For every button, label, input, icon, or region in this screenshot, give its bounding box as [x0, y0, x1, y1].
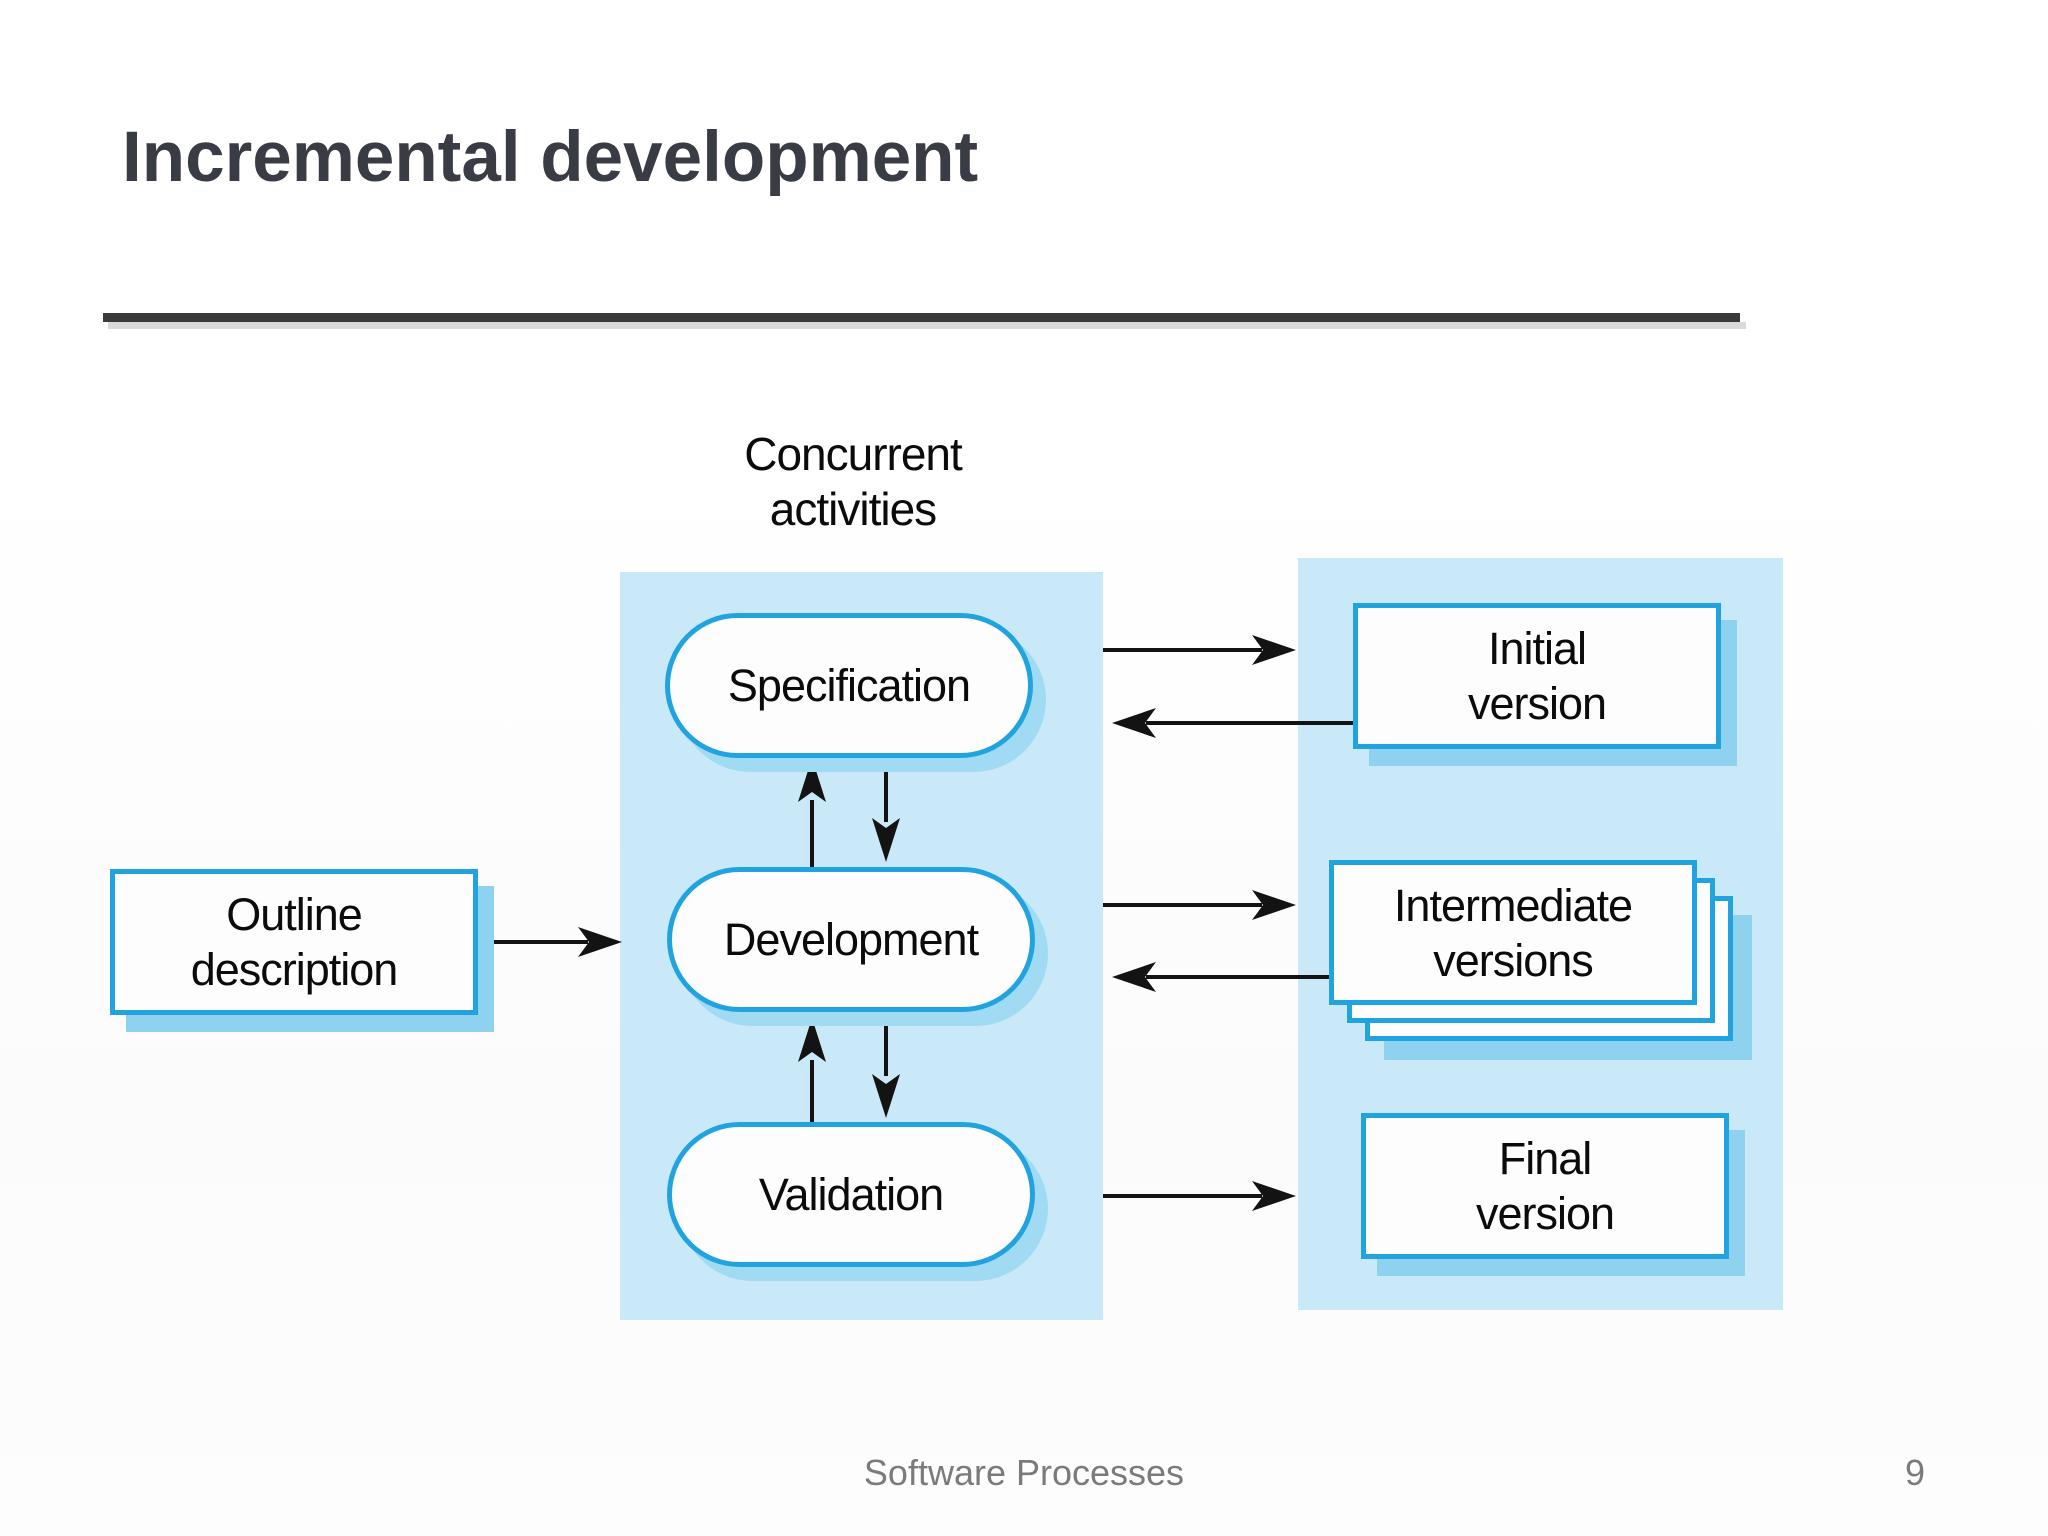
- outline-description-label: Outline description: [190, 889, 399, 995]
- validation-node: Validation: [667, 1122, 1035, 1267]
- footer-title: Software Processes: [863, 1452, 1185, 1493]
- page-title: Incremental development: [122, 118, 979, 197]
- title-rule-shadow: [108, 322, 1746, 329]
- arrow-validation-to-final: [1103, 1181, 1296, 1211]
- specification-node: Specification: [665, 613, 1033, 758]
- intermediate-versions-label: Intermediate versions: [1393, 879, 1633, 986]
- initial-version-box: Initial version: [1353, 603, 1721, 749]
- validation-label: Validation: [758, 1169, 944, 1220]
- title-rule: [103, 313, 1740, 322]
- arrow-development-to-intermediate: [1103, 890, 1296, 920]
- final-version-box: Final version: [1361, 1113, 1729, 1259]
- arrow-specification-to-initial: [1103, 635, 1296, 665]
- concurrent-activities-label: Concurrent activities: [744, 428, 963, 535]
- final-version-label: Final version: [1475, 1133, 1615, 1239]
- development-node: Development: [667, 867, 1035, 1012]
- arrow-outline-to-development: [480, 927, 622, 957]
- outline-description-box: Outline description: [110, 869, 478, 1015]
- initial-version-label: Initial version: [1467, 623, 1607, 729]
- development-label: Development: [723, 914, 979, 965]
- intermediate-versions-box: Intermediate versions: [1329, 860, 1697, 1005]
- specification-label: Specification: [727, 660, 971, 711]
- page-number: 9: [1904, 1452, 1926, 1493]
- intermediate-versions-stack: Intermediate versions: [1329, 860, 1752, 1060]
